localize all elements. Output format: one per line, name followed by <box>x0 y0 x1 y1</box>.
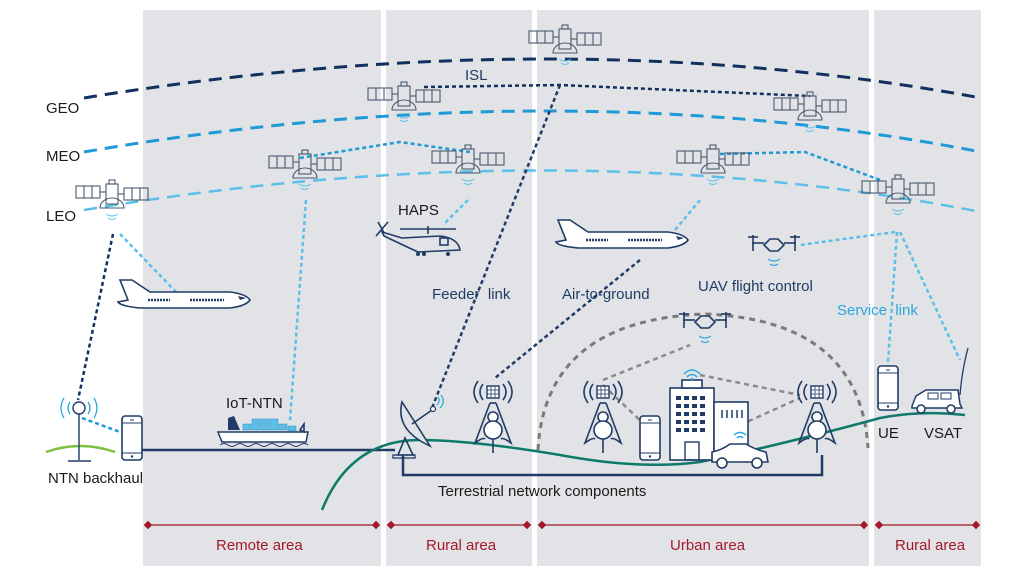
urban-links <box>602 343 801 427</box>
area-label-rural-1: Rural area <box>426 537 497 554</box>
iot-ntn-link <box>288 199 308 421</box>
meo-label: MEO <box>46 148 80 165</box>
air-to-ground-label: Air-to-ground <box>562 286 650 303</box>
isl-label: ISL <box>465 67 488 84</box>
panel-rural-2 <box>874 10 981 566</box>
vsat-label: VSAT <box>924 425 962 442</box>
service-link-ue <box>886 231 899 363</box>
meo-leo-link-left <box>299 140 471 160</box>
haps-link <box>442 199 469 226</box>
vsat-vehicle-icon <box>911 347 969 414</box>
backhaul-link <box>76 233 115 401</box>
uav-control-link <box>799 230 896 247</box>
phone-icon <box>121 415 143 461</box>
terrestrial-network-bus <box>401 455 824 477</box>
satellite-dish-icon <box>392 394 444 459</box>
ntn-backhaul-label: NTN backhaul <box>48 470 143 487</box>
area-span-urban <box>537 520 869 530</box>
uav-flight-control-label: UAV flight control <box>698 278 813 295</box>
feeder-link-label: Feeder link <box>432 286 511 303</box>
area-label-remote: Remote area <box>216 537 303 554</box>
ntn-backhaul-antenna-icon <box>60 397 98 462</box>
geo-label: GEO <box>46 100 79 117</box>
service-link-vsat <box>898 231 962 361</box>
ground-terrain-curve <box>320 411 966 511</box>
cargo-ship-icon <box>216 416 309 447</box>
leo-satellite-icon <box>75 179 149 221</box>
car-icon <box>711 431 769 469</box>
area-span-rural-1 <box>386 520 532 530</box>
area-label-rural-2: Rural area <box>895 537 966 554</box>
air-to-ground-line <box>494 259 641 379</box>
backhaul-hill <box>45 444 116 454</box>
haps-helicopter-icon <box>375 221 461 256</box>
leo-label: LEO <box>46 208 76 225</box>
ue-label: UE <box>878 425 899 442</box>
meo-orbit-arc <box>83 109 982 154</box>
haps-label: HAPS <box>398 202 439 219</box>
service-link-label: Service link <box>837 302 918 319</box>
panel-urban <box>537 10 869 566</box>
phone-icon <box>639 415 661 461</box>
area-span-rural-2 <box>874 520 981 530</box>
area-label-urban: Urban area <box>670 537 746 554</box>
backhaul-phone-link <box>81 416 121 434</box>
ue-phone-icon <box>877 365 899 411</box>
terrestrial-network-label: Terrestrial network components <box>438 483 646 500</box>
panel-remote <box>143 10 381 566</box>
feeder-link-line <box>430 84 562 409</box>
geo-orbit-arc <box>83 57 982 100</box>
iot-ntn-label: IoT-NTN <box>226 395 283 412</box>
leo-orbit-arc <box>83 169 982 214</box>
